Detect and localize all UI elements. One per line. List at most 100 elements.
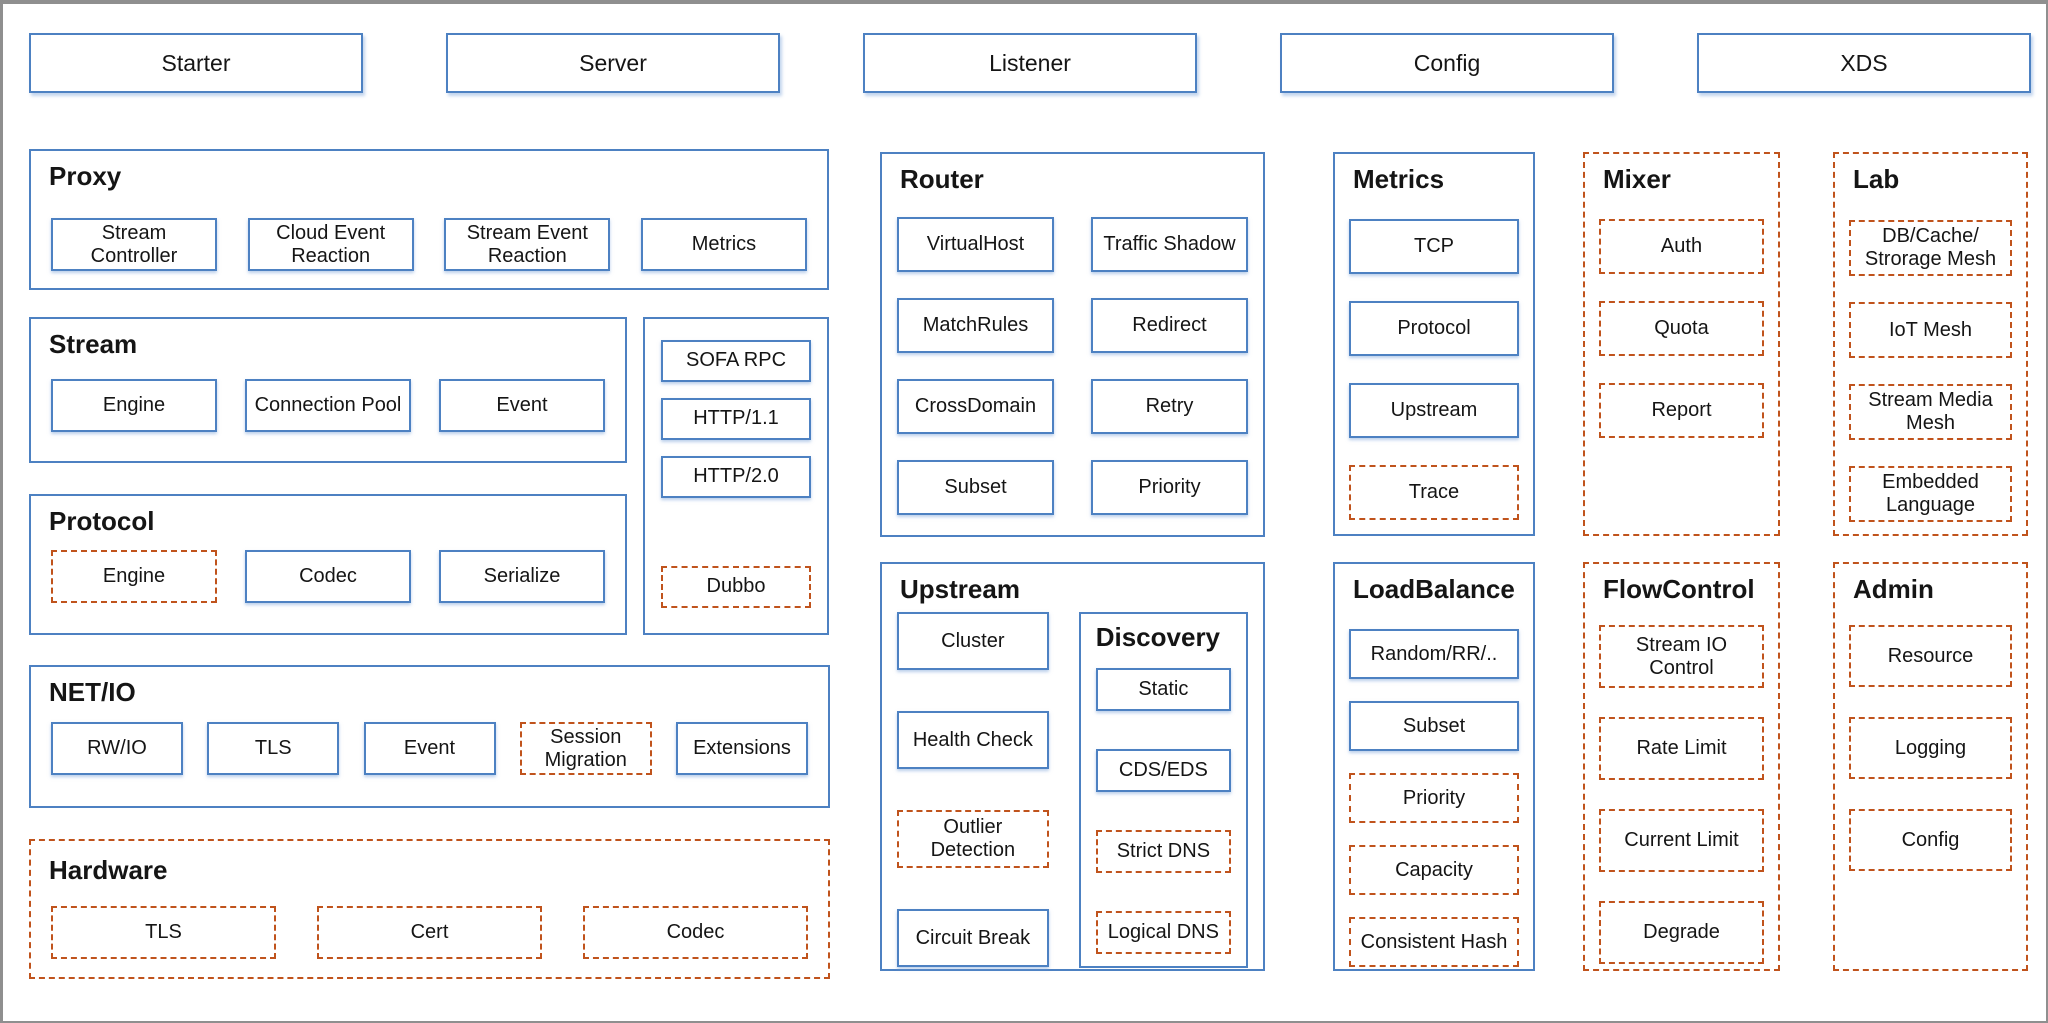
box-label: Current Limit [1624,829,1739,852]
box-label: Codec [666,921,725,944]
box-http-1-1: HTTP/1.1 [661,398,811,440]
section-title: NET/IO [49,677,136,707]
box-health-check: Health Check [897,711,1049,770]
box-protocol: Protocol [1349,301,1519,357]
tab-listener: Listener [863,33,1197,93]
box-label: Resource [1887,644,1974,667]
section-items: Stream Controller Cloud Event Reaction Str… [31,218,827,272]
box-stream-media-mesh: Stream Media Mesh [1849,384,2012,441]
box-cluster: Cluster [897,612,1049,671]
box-label: Embedded Language [1882,471,1979,517]
box-event: Event [363,722,496,776]
tab-config: Config [1280,33,1614,93]
section-title: Mixer [1603,164,1671,194]
box-label: TLS [145,921,182,944]
section-title: Admin [1853,574,1934,604]
tab-starter: Starter [29,33,363,93]
box-label: Priority [1402,786,1466,809]
box-label: Event [403,737,456,760]
box-label: Circuit Break [915,926,1031,949]
box-label: Codec [299,565,357,588]
box-label: Health Check [912,728,1033,751]
box-tls: TLS [207,722,340,776]
box-label: Event [496,394,548,417]
box-matchrules: MatchRules [897,298,1054,354]
box-label: Auth [1660,235,1703,258]
box-outlier-detection: Outlier Detection [897,810,1049,869]
box-label: TCP [1414,235,1454,258]
box-label: RW/IO [87,737,147,760]
box-session-migration: Session Migration [519,722,652,776]
box-current-limit: Current Limit [1599,809,1764,873]
box-codec: Codec [245,550,411,604]
box-priority: Priority [1349,773,1519,824]
tab-label: Config [1413,49,1481,76]
box-redirect: Redirect [1091,298,1248,354]
box-tls: TLS [51,906,276,960]
section-title: Hardware [49,855,168,885]
box-label: Subset [944,476,1007,499]
box-label: HTTP/1.1 [693,407,779,430]
box-http-2-0: HTTP/2.0 [661,456,811,498]
box-strict-dns: Strict DNS [1095,829,1231,873]
tab-server: Server [446,33,780,93]
box-label: Cloud Event Reaction [276,221,386,267]
box-label: Stream Event Reaction [466,221,588,267]
box-label: Extensions [693,737,791,760]
box-label: Stream Media Mesh [1868,389,1993,435]
box-stream-event-reaction: Stream Event Reaction [444,218,611,272]
box-db-cache-strorage-mesh: DB/Cache/ Strorage Mesh [1849,220,2012,277]
box-label: Trace [1408,481,1460,504]
section-title: Upstream [900,574,1020,604]
box-quota: Quota [1599,301,1764,357]
tab-label: XDS [1840,49,1888,76]
box-rw-io: RW/IO [51,722,183,776]
box-codec: Codec [583,906,808,960]
box-label: Static [1138,677,1189,700]
box-label: Strict DNS [1116,839,1211,862]
box-cert: Cert [317,906,542,960]
box-traffic-shadow: Traffic Shadow [1091,217,1248,273]
box-retry: Retry [1091,379,1248,435]
box-label: DB/Cache/ Strorage Mesh [1864,225,1997,271]
box-label: Capacity [1395,858,1473,881]
box-label: Degrade [1643,921,1720,944]
box-capacity: Capacity [1349,845,1519,896]
box-label: Protocol [1397,317,1471,340]
box-label: Dubbo [706,575,766,598]
top-module-row: Starter Server Listener Config XDS [29,33,2031,93]
section-title: Lab [1853,164,1900,194]
section-title: Stream [49,329,138,359]
box-label: Report [1651,399,1712,422]
box-engine: Engine [51,550,217,604]
box-label: Cert [410,921,449,944]
section-title: LoadBalance [1353,574,1515,604]
box-iot-mesh: IoT Mesh [1849,302,2012,359]
tab-label: Listener [989,49,1071,76]
box-label: Logging [1894,736,1967,759]
box-label: Engine [102,565,166,588]
box-stream-controller: Stream Controller [51,218,217,272]
box-crossdomain: CrossDomain [897,379,1054,435]
box-label: Rate Limit [1636,737,1727,760]
box-subset: Subset [1349,701,1519,752]
box-label: CrossDomain [914,395,1037,418]
box-label: Subset [1402,714,1466,737]
section-items: TLS Cert Codec [31,906,828,960]
box-upstream: Upstream [1349,383,1519,439]
box-consistent-hash: Consistent Hash [1349,917,1519,968]
